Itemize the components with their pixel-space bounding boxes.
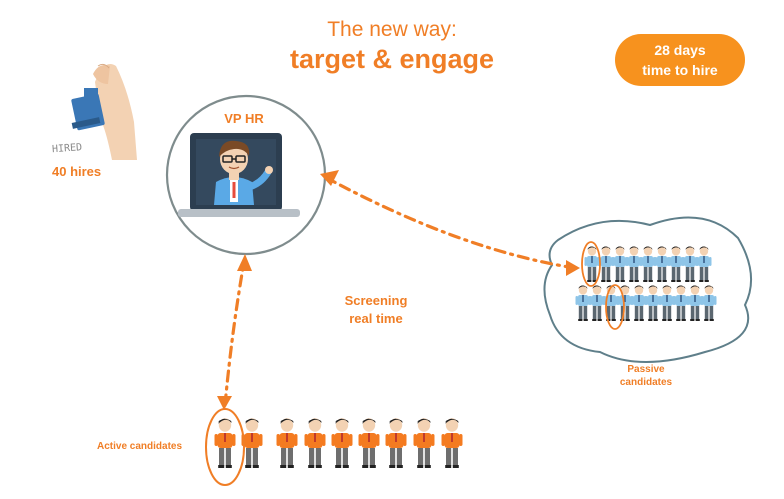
active-candidate [413,418,435,468]
page-subtitle: The new way: [327,18,457,41]
targeted-active-highlight [205,408,245,486]
hiring-stamp-illustration [71,63,137,160]
time-to-hire-badge: 28 days time to hire [615,34,745,86]
badge-line-1: 28 days [654,42,706,58]
active-candidate [276,418,298,468]
active-to-vp-arrow [217,254,252,410]
badge-line-2: time to hire [642,62,718,78]
passive-label-line-1: Passive [627,364,665,375]
vp-avatar [214,140,273,205]
laptop-base-icon [178,209,300,217]
active-candidate [331,418,353,468]
screening-label-line-1: Screening [345,293,408,308]
screening-label-line-2: real time [349,311,402,326]
targeted-passive-highlight [605,284,625,330]
active-candidate [214,418,236,468]
active-candidate [304,418,326,468]
passive-to-vp-arrow [320,170,580,276]
active-candidate [441,418,463,468]
active-candidates-label: Active candidates [97,441,182,452]
active-candidates-row [214,418,463,468]
vp-hr-label: VP HR [224,111,264,126]
vp-hr-node [165,94,327,256]
page-title: target & engage [289,44,495,74]
passive-pool-cloud [543,216,753,363]
passive-label-line-2: candidates [620,377,673,388]
hires-count-label: 40 hires [52,164,101,179]
active-candidate [385,418,407,468]
active-candidate [358,418,380,468]
stamp-imprint-text: HIRED [52,142,83,155]
targeted-passive-highlight [581,241,601,287]
